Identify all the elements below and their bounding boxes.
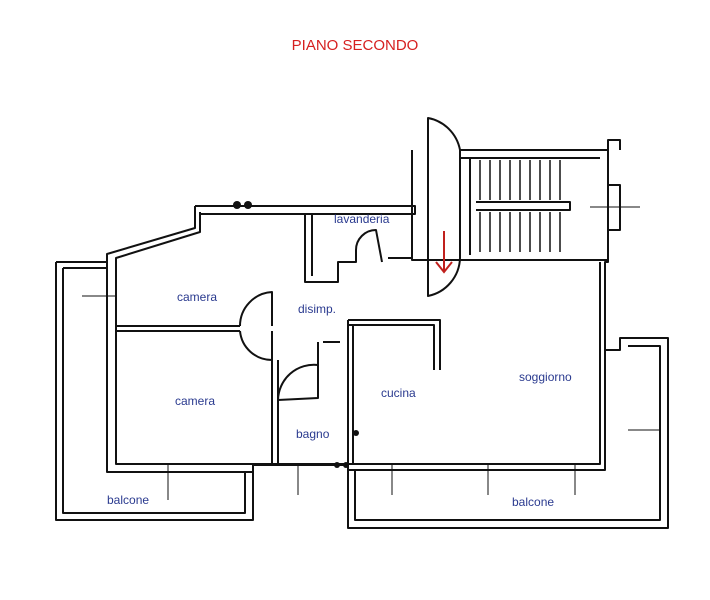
top-wall <box>195 205 416 215</box>
fixture-dot-1 <box>233 201 241 209</box>
room-label-cucina: cucina <box>381 386 416 400</box>
fixture-dot-2 <box>244 201 252 209</box>
room-label-balcone-right: balcone <box>512 495 555 509</box>
cucina-left <box>347 320 354 465</box>
bagno-wall <box>277 342 319 401</box>
camera-divider <box>116 325 240 332</box>
room-label-camera-1: camera <box>177 290 218 304</box>
outer-wall <box>106 150 609 473</box>
fixture-dot-4 <box>343 462 349 468</box>
room-label-camera-2: camera <box>175 394 216 408</box>
outer-wall-inner <box>115 212 601 465</box>
plan-title: PIANO SECONDO <box>291 37 419 54</box>
room-label-soggiorno: soggiorno <box>519 370 572 384</box>
stair-midwall <box>476 201 571 211</box>
arrow-down-icon <box>435 231 453 274</box>
fixture-dot-3 <box>334 462 340 468</box>
room-label-bagno: bagno <box>296 427 330 441</box>
balcone-right <box>347 337 669 529</box>
room-label-balcone-left: balcone <box>107 493 150 507</box>
lavanderia-wall <box>304 214 357 283</box>
door-swing-2 <box>239 330 273 362</box>
camera-right-wall <box>271 360 279 464</box>
cucina-wall <box>348 319 441 370</box>
balcone-left <box>55 261 254 521</box>
door-swing-3 <box>277 363 319 401</box>
fixture-dot-5 <box>353 430 359 436</box>
stairwell-wall <box>411 150 608 261</box>
top-right-wall <box>607 139 621 150</box>
door-swing-1 <box>238 291 273 327</box>
room-label-lavanderia: lavanderia <box>334 212 390 226</box>
door-swing-4 <box>355 229 383 263</box>
room-label-disimp: disimp. <box>298 302 337 316</box>
entrance-door <box>427 117 461 297</box>
